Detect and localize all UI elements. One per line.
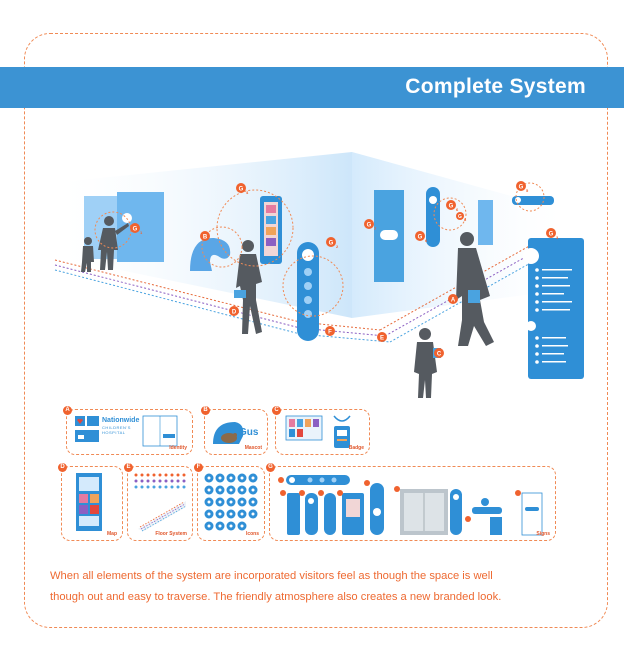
caption-line-1: When all elements of the system are inco…	[50, 570, 493, 582]
panel-label: Map	[107, 531, 117, 537]
icon-grid	[204, 473, 258, 531]
figure-adult-left	[98, 216, 129, 270]
svg-text:3: 3	[556, 235, 559, 240]
marker-b: B	[200, 231, 210, 241]
hospital-sub2: HOSPITAL	[102, 430, 126, 435]
hospital-sub1: CHILDREN'S	[102, 425, 131, 430]
panel-letter: G	[266, 463, 275, 472]
panel-letter: F	[194, 463, 203, 472]
svg-text:G: G	[449, 204, 454, 210]
svg-text:G: G	[549, 232, 554, 238]
svg-text:G: G	[418, 235, 423, 241]
identity-artwork	[75, 415, 178, 447]
marker-c: C	[434, 348, 444, 358]
panel-label: Badge	[348, 445, 364, 451]
svg-text:G: G	[329, 241, 334, 247]
marker-a: A	[448, 294, 458, 304]
panel-identity: A Nationwide CHILDREN'S HOSPITAL Identit…	[63, 406, 193, 455]
map-artwork	[76, 473, 102, 531]
svg-text:2: 2	[336, 244, 339, 249]
title-bar: Complete System	[0, 67, 624, 108]
page-title: Complete System	[405, 75, 586, 98]
figure-man-walking	[456, 232, 494, 346]
wall-logo-icon	[122, 213, 132, 223]
signs-artwork	[278, 475, 543, 536]
panel-letter: D	[58, 463, 67, 472]
svg-text:G: G	[239, 187, 244, 193]
main-directory-sign	[528, 238, 584, 379]
svg-text:D: D	[232, 310, 237, 316]
svg-text:B: B	[203, 235, 208, 241]
svg-text:A: A	[451, 298, 456, 304]
marker-e: E	[377, 332, 387, 342]
svg-text:6: 6	[425, 238, 428, 243]
oval-sign	[426, 187, 440, 247]
badge-artwork	[285, 415, 351, 448]
panel-floor-system: E Floor System	[124, 463, 193, 541]
caption-line-2: though out and easy to traverse. The fri…	[50, 591, 502, 603]
svg-text:G: G	[133, 227, 138, 233]
panel-letter: E	[124, 463, 133, 472]
panel-badge: C Badge	[272, 406, 370, 455]
pylon-sign	[297, 242, 319, 341]
svg-text:E: E	[380, 336, 384, 342]
mascot-artwork	[213, 422, 244, 444]
panel-mascot: B Gus Mascot	[201, 406, 268, 455]
floor-system-artwork	[134, 473, 187, 532]
svg-text:4: 4	[246, 190, 249, 195]
figure-child-right	[414, 328, 441, 398]
panel-letter: A	[63, 406, 72, 415]
figure-woman	[234, 240, 262, 334]
svg-text:G: G	[519, 185, 524, 191]
panel-label: Signs	[536, 531, 550, 537]
svg-text:5: 5	[526, 188, 529, 193]
panel-label: Mascot	[244, 445, 262, 451]
svg-text:8: 8	[464, 217, 467, 222]
panel-letter: C	[272, 406, 281, 415]
svg-text:G: G	[367, 223, 372, 229]
svg-text:7: 7	[374, 226, 377, 231]
caption: When all elements of the system are inco…	[50, 566, 590, 608]
right-wall	[352, 152, 562, 318]
hospital-name: Nationwide	[102, 417, 140, 424]
dashed-frame	[24, 33, 608, 628]
panel-signs: G Signs	[266, 463, 556, 541]
panel-map: D Map	[58, 463, 123, 541]
svg-text:6: 6	[456, 207, 459, 212]
svg-text:F: F	[328, 330, 332, 336]
wall-panel-3	[478, 200, 493, 245]
panel-label: Floor System	[155, 531, 187, 537]
figure-child-left	[81, 237, 94, 272]
panel-letter: B	[201, 406, 210, 415]
marker-f: F	[325, 326, 335, 336]
panel-label: Identity	[169, 445, 187, 451]
svg-text:G: G	[458, 214, 462, 220]
panel-icons: F Icons	[194, 463, 265, 541]
panel-label: Icons	[245, 531, 259, 537]
marker-d: D	[229, 306, 239, 316]
mascot-wall-graphic	[190, 237, 231, 271]
svg-text:1: 1	[140, 230, 143, 235]
mascot-name: Gus	[239, 427, 259, 438]
svg-text:C: C	[437, 352, 442, 358]
